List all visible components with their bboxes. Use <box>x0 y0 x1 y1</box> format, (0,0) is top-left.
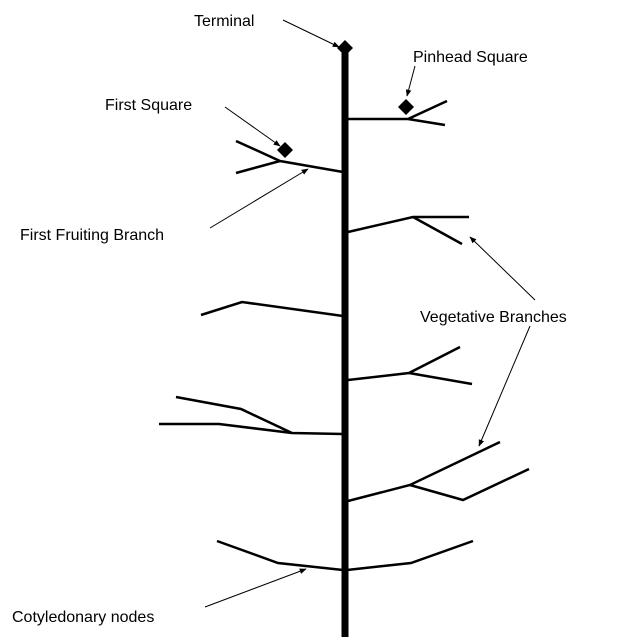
terminal-bud <box>337 40 353 56</box>
pinhead-square-pointer <box>407 66 415 96</box>
vegetative-branches-pointer <box>470 237 535 300</box>
first-square-label: First Square <box>105 97 192 114</box>
cotyledonary-nodes-label: Cotyledonary nodes <box>12 609 154 626</box>
vegetative-branch <box>159 397 343 434</box>
vegetative-branch <box>348 347 472 384</box>
first-fruiting-branch <box>236 141 343 173</box>
vegetative-branch <box>201 302 343 316</box>
vegetative-branches-label: Vegetative Branches <box>420 309 567 326</box>
terminal-label: Terminal <box>194 13 254 30</box>
first-fruiting-branch-pointer <box>210 169 308 228</box>
first-square-pointer <box>225 107 280 146</box>
cotyledonary-nodes-pointer <box>205 569 306 607</box>
pinhead-square <box>398 99 414 115</box>
vegetative-branch <box>348 442 529 501</box>
pinhead-square-label: Pinhead Square <box>413 49 528 66</box>
first-square <box>277 142 293 158</box>
first-fruiting-branch-label: First Fruiting Branch <box>20 227 164 244</box>
vegetative-branch <box>348 217 469 244</box>
vegetative-branches-pointer <box>479 326 530 446</box>
pinhead-square-branch <box>348 99 447 125</box>
terminal-pointer <box>283 20 339 47</box>
